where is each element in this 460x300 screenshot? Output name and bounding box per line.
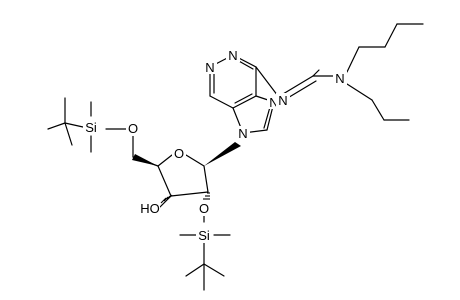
bonds xyxy=(47,23,424,291)
stereo-bonds xyxy=(132,69,320,206)
atom-oh-3prime: HO xyxy=(140,201,160,216)
hashed-bond-c3-oh xyxy=(160,194,173,204)
atom-n1: N xyxy=(228,48,237,63)
wedge-bond-c1-n9 xyxy=(204,142,241,166)
atom-n-dibutyl: N xyxy=(335,71,344,86)
atom-si-2prime: Si xyxy=(198,228,210,243)
atom-si-5prime: Si xyxy=(85,120,97,135)
atom-labels: N N N N N N O O O HO Si Si xyxy=(83,48,347,243)
atom-o-ring: O xyxy=(174,146,184,161)
atom-n7: N xyxy=(269,95,278,110)
atom-o-2prime: O xyxy=(199,201,209,216)
atom-n9: N xyxy=(238,126,247,141)
atom-n-imine: N xyxy=(278,93,287,108)
wedge-bond-c4-c5 xyxy=(132,154,158,166)
imine-h-tick xyxy=(312,69,320,77)
atom-o-5prime: O xyxy=(128,121,138,136)
atom-n3: N xyxy=(205,60,214,75)
